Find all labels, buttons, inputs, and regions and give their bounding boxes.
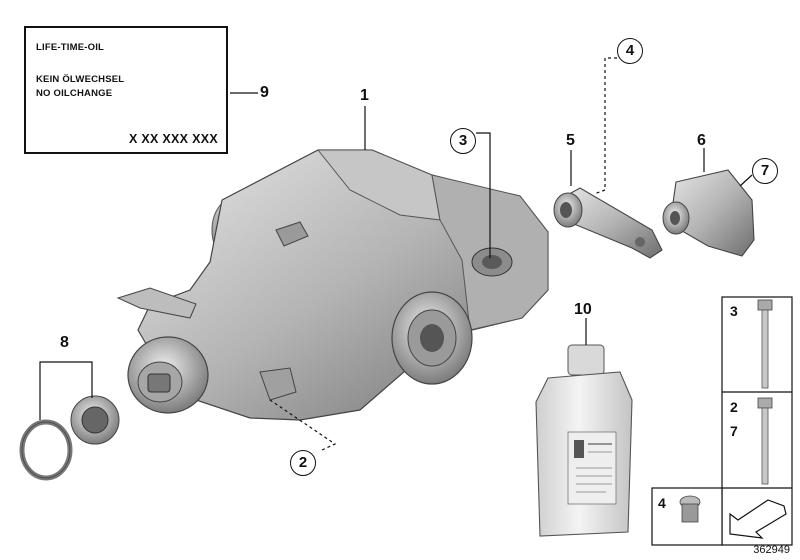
part-number-1: 1 — [360, 87, 369, 104]
grid-number-7: 7 — [730, 423, 738, 439]
part-number-8: 8 — [60, 334, 69, 351]
leader-lines — [39, 57, 753, 451]
rubber-mount — [662, 169, 755, 257]
part-number-9: 9 — [260, 84, 269, 101]
label-line-life-time-oil: LIFE-TIME-OIL — [36, 42, 105, 53]
callout-2: 2 — [290, 450, 316, 476]
part-number-5: 5 — [566, 132, 575, 149]
seal-ring — [19, 419, 73, 481]
callout-3: 3 — [450, 128, 476, 154]
differential-housing — [116, 149, 549, 421]
label-line-no-oilchange: NO OILCHANGE — [36, 88, 113, 99]
oil-bottle — [535, 344, 633, 537]
collar-nut — [70, 395, 120, 445]
part-number-6: 6 — [697, 132, 706, 149]
callout-4: 4 — [617, 38, 643, 64]
fastener-grid — [651, 296, 793, 546]
part-number-10: 10 — [574, 301, 592, 318]
oil-label-sticker: LIFE-TIME-OIL KEIN ÖLWECHSEL NO OILCHANG… — [24, 26, 228, 154]
grid-number-2: 2 — [730, 399, 738, 415]
grid-number-3: 3 — [730, 303, 738, 319]
callout-7: 7 — [752, 158, 778, 184]
label-part-code: X XX XXX XXX — [128, 132, 218, 146]
diagram-id: 362949 — [753, 544, 790, 556]
grid-number-4: 4 — [658, 495, 666, 511]
bracket-arm — [553, 187, 663, 259]
label-line-kein-oelwechsel: KEIN ÖLWECHSEL — [36, 74, 125, 85]
